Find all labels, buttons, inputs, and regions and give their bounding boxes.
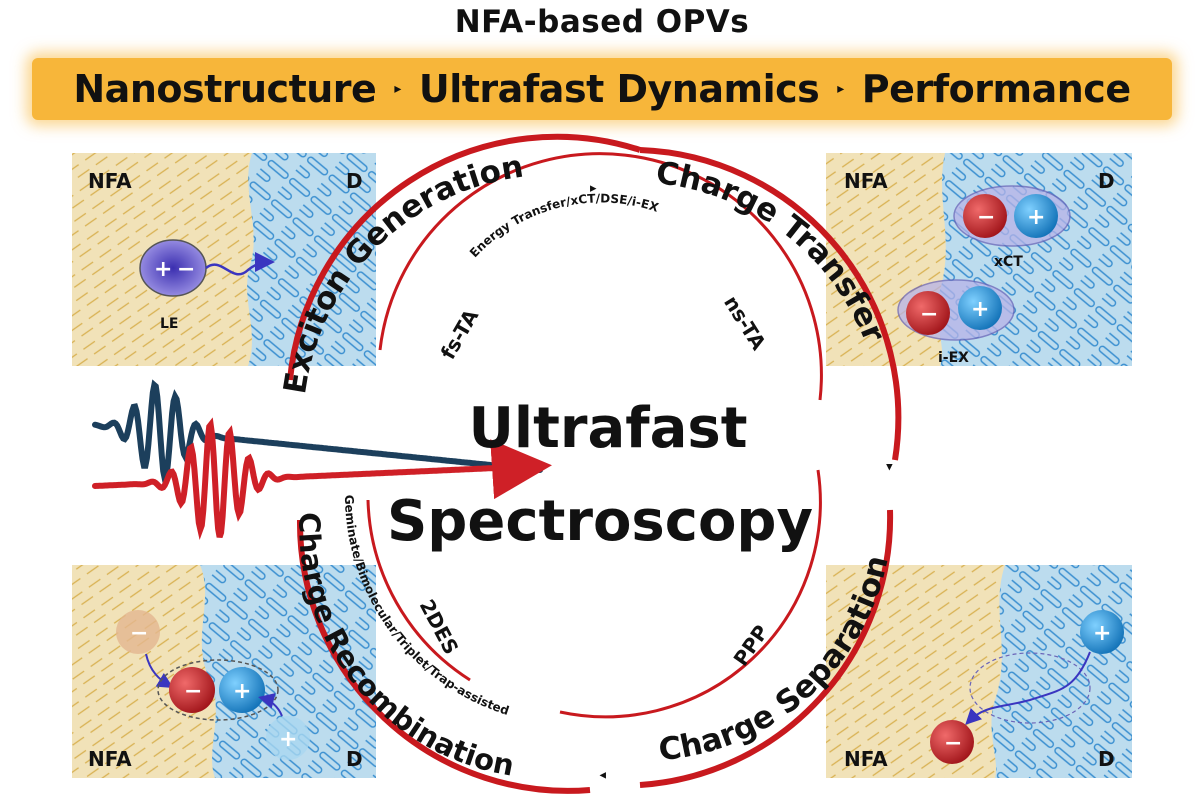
ring-arc-bottom-right [639,509,894,788]
hole-sign: + [1027,205,1045,230]
separation-arrow-icon [965,651,1091,725]
ring-arc-top-right [639,147,902,461]
donor-label: D [346,169,363,193]
exciton-icon [139,239,207,297]
donor-label: D [1098,747,1115,771]
panel-bottom-left: NFA D − − + + [72,565,376,778]
banner-item-performance: Performance [861,67,1131,111]
hole-icon [1014,194,1058,238]
page-title: NFA-based OPVs [454,4,750,40]
inner-ring [366,152,823,719]
technique-fs-ta: fs-TA [436,305,484,364]
ring-arrow-icon: ▸ [590,181,597,196]
electron-sign: − [944,731,962,756]
center-title-line1: Ultrafast [468,396,747,461]
faded-electron-icon [116,610,160,654]
donor-region [200,565,376,778]
electron-sign: − [920,302,938,327]
electron-icon [930,720,974,764]
iex-label: i-EX [938,350,969,366]
laser-pulses [92,379,552,540]
exciton-plus: + [154,257,172,282]
nfa-label: NFA [88,169,132,193]
technique-2des: 2DES [415,595,464,658]
nfa-label: NFA [844,169,888,193]
banner-item-nanostructure: Nanostructure [73,67,377,111]
probe-pulse-icon [92,417,552,540]
banner-arrow-icon: ▸ [394,81,401,97]
ring [287,133,902,794]
nfa-label: NFA [844,747,888,771]
donor-region [247,153,376,366]
panel-top-left: NFA D + − LE [72,153,376,366]
diffusion-arrow-icon [205,252,275,276]
hole-sign: + [279,727,297,752]
banner-item-dynamics: Ultrafast Dynamics [418,67,820,111]
banner: Nanostructure ▸ Ultrafast Dynamics ▸ Per… [32,58,1172,120]
hole-icon [1080,610,1124,654]
ring-arc-bottom-left [296,519,591,794]
panel-top-right: NFA D − + xCT − + i-EX [826,153,1132,366]
pump-pulse-icon [92,379,543,486]
electron-icon [963,194,1007,238]
electron-icon [169,667,215,713]
energy-transfer-text: Energy Transfer/xCT/DSE/i-EX [467,191,661,260]
xct-label: xCT [994,254,1023,270]
ring-arc-top-left [287,133,641,381]
faded-hole-icon [266,716,310,760]
hole-icon [219,667,265,713]
electron-sign: − [130,621,148,646]
hole-sign: + [1093,621,1111,646]
energy-transfer-label: Energy Transfer/xCT/DSE/i-EX [467,191,661,260]
banner-arrow-icon: ▸ [837,81,844,97]
ring-arrow-icon: ▸ [599,768,606,783]
hole-sign: + [971,297,989,322]
electron-icon [906,291,950,335]
le-label: LE [160,316,178,332]
hole-sign: + [233,679,251,704]
ring-arrow-icon: ▸ [882,464,897,471]
electron-sign: − [977,205,995,230]
exciton-minus: − [177,257,195,282]
donor-label: D [1098,169,1115,193]
center-title-line2: Spectroscopy [387,489,813,554]
electron-sign: − [184,679,202,704]
technique-ns-ta: ns-TA [719,291,771,354]
hole-icon [958,286,1002,330]
donor-label: D [346,747,363,771]
nfa-label: NFA [88,747,132,771]
